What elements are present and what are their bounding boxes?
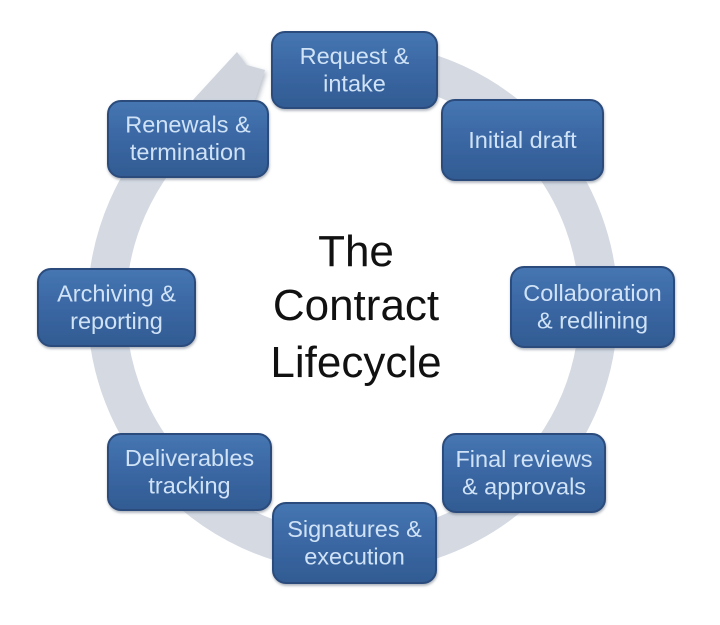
svg-text:execution: execution	[304, 544, 405, 570]
svg-text:Deliverables: Deliverables	[125, 445, 254, 471]
svg-text:Contract: Contract	[273, 281, 439, 330]
svg-text:Final reviews: Final reviews	[455, 446, 592, 472]
svg-text:Signatures &: Signatures &	[287, 516, 422, 542]
svg-text:& approvals: & approvals	[462, 474, 586, 500]
svg-text:tracking: tracking	[148, 473, 230, 499]
svg-text:reporting: reporting	[70, 308, 163, 334]
svg-text:Request &: Request &	[300, 43, 410, 69]
svg-text:Lifecycle: Lifecycle	[270, 338, 441, 387]
svg-text:Renewals &: Renewals &	[125, 112, 251, 138]
svg-text:Collaboration: Collaboration	[523, 280, 661, 306]
svg-text:& redlining: & redlining	[537, 308, 648, 334]
svg-text:termination: termination	[130, 139, 246, 165]
svg-text:Initial draft: Initial draft	[468, 127, 577, 153]
svg-text:The: The	[318, 227, 394, 276]
svg-text:Archiving &: Archiving &	[57, 281, 176, 307]
svg-text:intake: intake	[323, 71, 386, 97]
